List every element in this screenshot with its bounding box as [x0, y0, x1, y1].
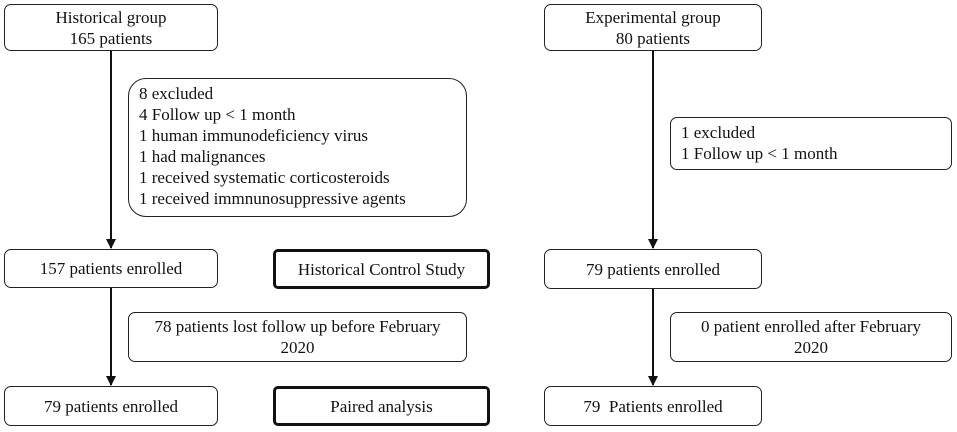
- historical-group-title: Historical group: [55, 7, 167, 27]
- exclusion-line: 1 had malignances: [139, 147, 266, 166]
- exclusion-line: 8 excluded: [139, 84, 214, 103]
- after-line-2: 2020: [794, 338, 828, 357]
- exclusion-line: 1 received systematic corticosteroids: [139, 168, 390, 187]
- historical-final-enrolled-label: 79 patients enrolled: [43, 396, 179, 416]
- exclusion-line: 1 human immunodeficiency virus: [139, 126, 368, 145]
- exclusion-line: 1 Follow up < 1 month: [681, 144, 838, 163]
- experimental-exclusion-box: 1 excluded 1 Follow up < 1 month: [670, 117, 952, 170]
- exclusion-line: 4 Follow up < 1 month: [139, 105, 296, 124]
- historical-final-enrolled-box: 79 patients enrolled: [4, 386, 218, 426]
- experimental-group-box: Experimental group 80 patients: [544, 4, 762, 51]
- historical-exclusion-box: 8 excluded 4 Follow up < 1 month 1 human…: [128, 78, 467, 217]
- exclusion-line: 1 excluded: [681, 123, 756, 142]
- experimental-enrolled-label: 79 patients enrolled: [585, 259, 721, 279]
- historical-group-box: Historical group 165 patients: [4, 4, 218, 51]
- experimental-final-enrolled-box: 79 Patients enrolled: [544, 386, 762, 426]
- experimental-after-box: 0 patient enrolled after February 2020: [670, 312, 952, 362]
- after-line-1: 0 patient enrolled after February: [701, 317, 921, 336]
- historical-control-study-label: Historical Control Study: [273, 249, 490, 289]
- historical-enrolled-box: 157 patients enrolled: [4, 249, 218, 288]
- paired-analysis-label: Paired analysis: [273, 386, 490, 426]
- lost-line-2: 2020: [280, 338, 315, 357]
- historical-group-count: 165 patients: [69, 28, 153, 48]
- exclusion-line: 1 received immnunosuppressive agents: [139, 189, 406, 208]
- historical-lost-box: 78 patients lost follow up before Februa…: [128, 312, 467, 362]
- experimental-group-count: 80 patients: [615, 28, 691, 48]
- experimental-enrolled-box: 79 patients enrolled: [544, 249, 762, 289]
- lost-line-1: 78 patients lost follow up before Februa…: [154, 317, 441, 336]
- experimental-group-title: Experimental group: [585, 7, 721, 27]
- experimental-final-enrolled-label: 79 Patients enrolled: [583, 396, 723, 416]
- historical-enrolled-label: 157 patients enrolled: [39, 259, 183, 278]
